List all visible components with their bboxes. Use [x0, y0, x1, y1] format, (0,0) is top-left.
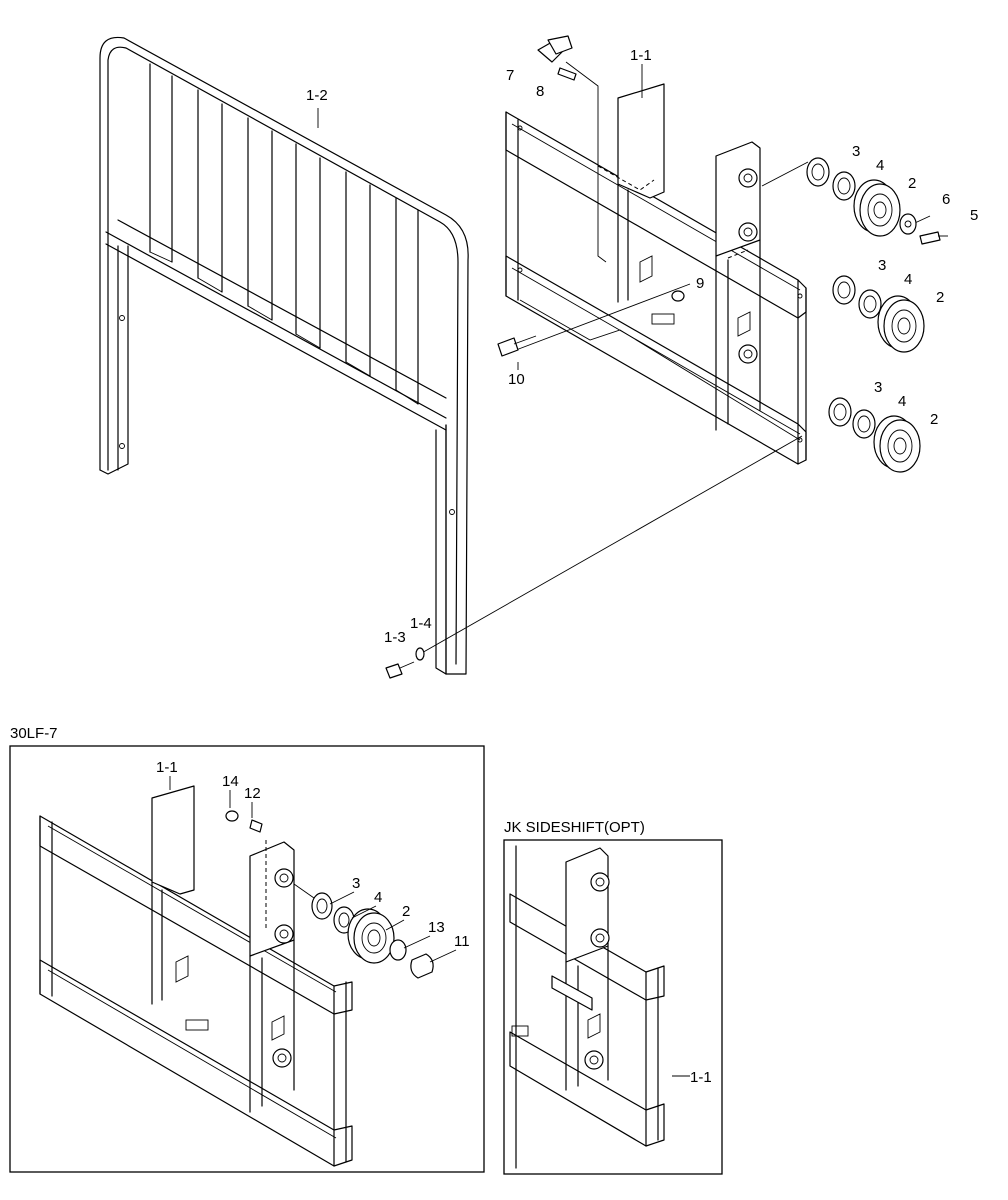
callout-b-12: 12 — [244, 785, 261, 802]
callout-8: 8 — [536, 83, 544, 100]
callout-2b: 2 — [936, 289, 944, 306]
callout-4c: 4 — [898, 393, 906, 410]
callout-2a: 2 — [908, 175, 916, 192]
callouts-30lf7: 1-1 14 12 3 4 2 13 11 — [156, 759, 470, 963]
callout-10: 10 — [508, 371, 525, 388]
callout-7: 7 — [506, 67, 514, 84]
callout-2c: 2 — [930, 411, 938, 428]
callout-b-14: 14 — [222, 773, 239, 790]
callout-b-11: 11 — [454, 933, 470, 950]
callout-b-13: 13 — [428, 919, 445, 936]
callout-c-1-1: 1-1 — [690, 1069, 712, 1086]
callout-b-4: 4 — [374, 889, 382, 906]
callouts-top: 1-2 1-1 7 8 3 4 2 6 5 9 3 4 2 10 3 4 2 1… — [306, 47, 978, 646]
inset-jk-sideshift-frame — [503, 839, 723, 1175]
callout-3c: 3 — [874, 379, 882, 396]
section-title-jk-sideshift: JK SIDESHIFT(OPT) — [504, 819, 645, 836]
load-backrest — [99, 36, 469, 675]
fork-carriage-top — [505, 83, 807, 465]
callout-b-1-1: 1-1 — [156, 759, 178, 776]
callout-b-2: 2 — [402, 903, 410, 920]
callout-4a: 4 — [876, 157, 884, 174]
callout-1-2: 1-2 — [306, 87, 328, 104]
callout-6: 6 — [942, 191, 950, 208]
section-title-30lf7: 30LF-7 — [10, 725, 58, 742]
callout-9: 9 — [696, 275, 704, 292]
callout-3a: 3 — [852, 143, 860, 160]
parts-top — [385, 35, 948, 679]
inset-30lf7-frame — [9, 745, 485, 1173]
fork-carriage-jk — [509, 845, 690, 1169]
callout-1-4: 1-4 — [410, 615, 432, 632]
fork-carriage-30lf7 — [39, 785, 434, 1167]
callout-4b: 4 — [904, 271, 912, 288]
callout-1-3: 1-3 — [384, 629, 406, 646]
callout-1-1: 1-1 — [630, 47, 652, 64]
callout-3b: 3 — [878, 257, 886, 274]
callout-5: 5 — [970, 207, 978, 224]
callout-b-3: 3 — [352, 875, 360, 892]
